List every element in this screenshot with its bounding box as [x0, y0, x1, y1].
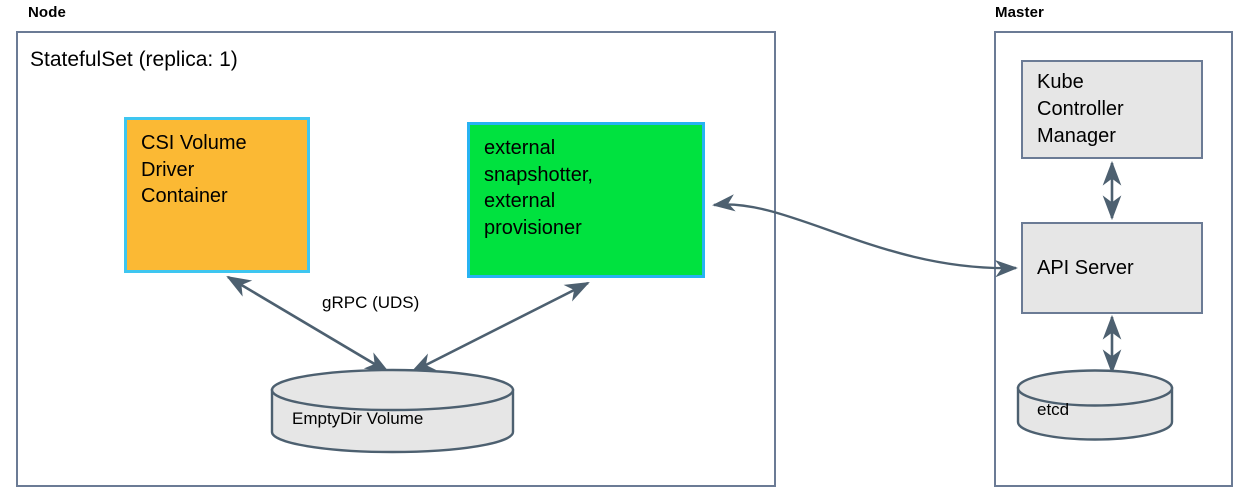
emptydir-volume-label: EmptyDir Volume	[292, 409, 424, 428]
kube-controller-manager-box[interactable]: Kube Controller Manager	[1021, 60, 1203, 159]
node-group-label: Node	[28, 4, 66, 21]
external-sidecars-box[interactable]: external snapshotter, external provision…	[467, 122, 705, 278]
external-sidecars-label: external snapshotter, external provision…	[484, 137, 593, 239]
statefulset-title: StatefulSet (replica: 1)	[30, 48, 238, 71]
csi-volume-driver-container-label: CSI Volume Driver Container	[141, 132, 247, 208]
grpc-uds-edge-label: gRPC (UDS)	[322, 293, 420, 312]
etcd-label: etcd	[1037, 400, 1070, 419]
master-group-label: Master	[995, 4, 1044, 21]
csi-volume-driver-container-box[interactable]: CSI Volume Driver Container	[124, 117, 310, 273]
api-server-label: API Server	[1037, 256, 1134, 279]
api-server-box[interactable]: API Server	[1021, 222, 1203, 314]
kube-controller-manager-label: Kube Controller Manager	[1037, 71, 1124, 147]
